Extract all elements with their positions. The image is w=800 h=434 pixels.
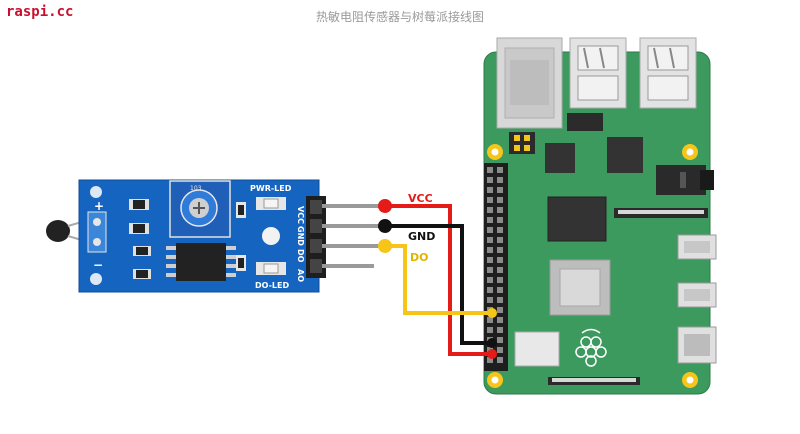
gpio-pin — [497, 207, 503, 213]
gpio-pin — [487, 197, 493, 203]
gpio-pin — [497, 247, 503, 253]
gpio-pin — [487, 317, 493, 323]
gpio-pin — [497, 187, 503, 193]
gpio-gnd-dot — [487, 338, 497, 348]
gpio-pin — [487, 297, 493, 303]
pwr-led-label: PWR-LED — [250, 184, 292, 193]
pot-value: 103 — [190, 185, 202, 192]
gpio-pin — [497, 217, 503, 223]
gpio-pin — [497, 357, 503, 363]
usb-ports-2 — [639, 37, 697, 109]
gpio-pin — [497, 277, 503, 283]
minus-label: − — [93, 258, 103, 272]
gpio-pin — [487, 247, 493, 253]
raspberry-pi-board — [483, 37, 717, 395]
gpio-pin — [487, 267, 493, 273]
gpio-pin — [497, 227, 503, 233]
wire-label-do: DO — [410, 251, 428, 264]
gpio-pin — [487, 227, 493, 233]
gpio-pin — [497, 257, 503, 263]
gpio-pin — [497, 337, 503, 343]
gpio-pin — [497, 327, 503, 333]
gpio-pin — [487, 277, 493, 283]
wire-label-vcc: VCC — [408, 192, 433, 205]
gpio-vcc-dot — [487, 349, 497, 359]
gnd-connector-dot — [378, 219, 392, 233]
gpio-pin — [487, 257, 493, 263]
page-title: 热敏电阻传感器与树莓派接线图 — [315, 10, 484, 24]
gpio-pin — [487, 237, 493, 243]
comparator-ic — [166, 243, 236, 281]
gpio-pin — [497, 267, 503, 273]
potentiometer: 103 — [169, 180, 231, 238]
gpio-pin — [497, 167, 503, 173]
pin-label-vcc: VCC — [296, 206, 305, 224]
gpio-pin — [487, 357, 493, 363]
gpio-pin — [497, 297, 503, 303]
soc-chip — [549, 259, 611, 316]
do-led-label: DO-LED — [255, 281, 289, 290]
gpio-pin — [487, 187, 493, 193]
usb-c-port — [677, 326, 717, 364]
plus-label: + — [94, 199, 104, 213]
audio-jack — [656, 165, 714, 195]
gpio-pin — [487, 287, 493, 293]
wire-do — [385, 244, 492, 315]
gpio-pin — [497, 317, 503, 323]
gpio-do-dot — [487, 308, 497, 318]
gpio-pin — [497, 347, 503, 353]
gpio-pin — [487, 177, 493, 183]
gpio-pin — [497, 177, 503, 183]
pin-label-gnd: GND — [296, 226, 305, 246]
gpio-pin — [487, 217, 493, 223]
wire-gnd — [385, 224, 492, 345]
vcc-connector-dot — [378, 199, 392, 213]
gpio-pin — [487, 327, 493, 333]
gpio-pin — [497, 287, 503, 293]
wires: VCC GND DO — [378, 192, 497, 359]
pin-label-ao: AO — [296, 269, 305, 282]
ethernet-port — [496, 37, 563, 129]
micro-hdmi-ports — [677, 234, 717, 308]
gpio-pin — [487, 167, 493, 173]
gpio-pin — [497, 237, 503, 243]
sensor-pin-header — [306, 196, 384, 278]
thermistor-sensor-module: + − 103 PWR-LED DO-LED VC — [46, 179, 384, 293]
do-connector-dot — [378, 239, 392, 253]
gpio-pin — [487, 207, 493, 213]
pin-label-do: DO — [296, 249, 305, 263]
gpio-pin — [497, 307, 503, 313]
usb-ports-1 — [569, 37, 627, 109]
wire-label-gnd: GND — [408, 230, 435, 243]
gpio-pin — [497, 197, 503, 203]
raspberry-logo-icon — [575, 328, 607, 367]
wire-vcc — [385, 204, 492, 356]
site-logo[interactable]: raspi.cc — [6, 4, 74, 20]
